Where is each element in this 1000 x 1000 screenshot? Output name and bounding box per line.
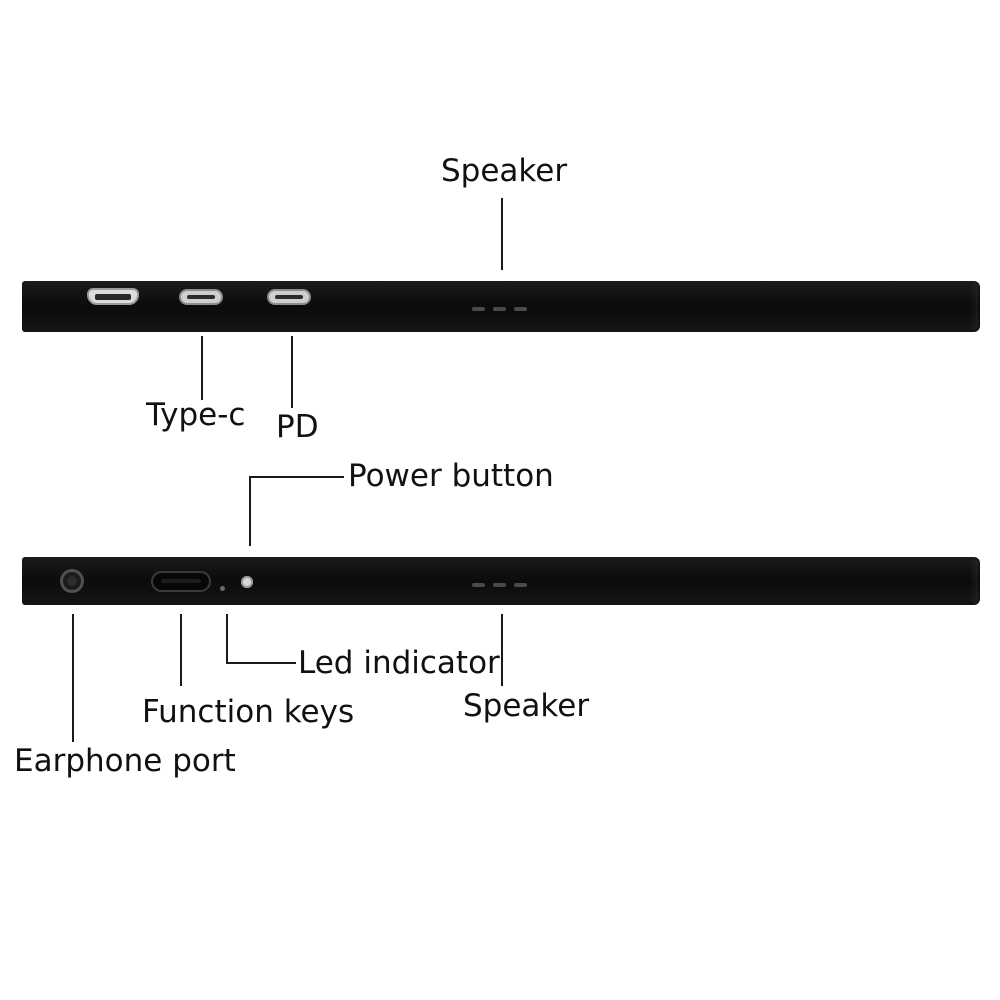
speaker-grille-top [472,307,527,311]
pd-port [267,289,311,305]
led-indicator [220,586,225,591]
hdmi-port [87,288,139,305]
led-indicator-leader-horizontal [226,662,296,664]
speaker-label-top: Speaker [441,153,568,189]
device-edge-top [22,281,980,332]
led-indicator-label: Led indicator [298,645,500,681]
earphone-jack [60,569,84,593]
speaker-label-bottom: Speaker [463,688,590,724]
type-c-label: Type-c [146,397,246,433]
speaker-leader-line-top [501,198,503,270]
power-button [241,576,253,588]
type-c-port [179,289,223,305]
power-button-leader-horizontal [249,476,344,478]
function-keys-leader-line [180,614,182,686]
earphone-port-leader-line [72,614,74,742]
power-button-leader-vertical [249,476,251,546]
led-indicator-leader-vertical [226,614,228,664]
function-keys [153,573,209,590]
speaker-leader-line-bottom [501,614,503,686]
power-button-label: Power button [348,458,554,494]
pd-label: PD [276,409,319,445]
speaker-grille-bottom [472,583,527,587]
device-edge-bottom [22,557,980,605]
type-c-leader-line [201,336,203,400]
earphone-port-label: Earphone port [14,743,236,779]
function-keys-label: Function keys [142,694,355,730]
pd-leader-line [291,336,293,408]
